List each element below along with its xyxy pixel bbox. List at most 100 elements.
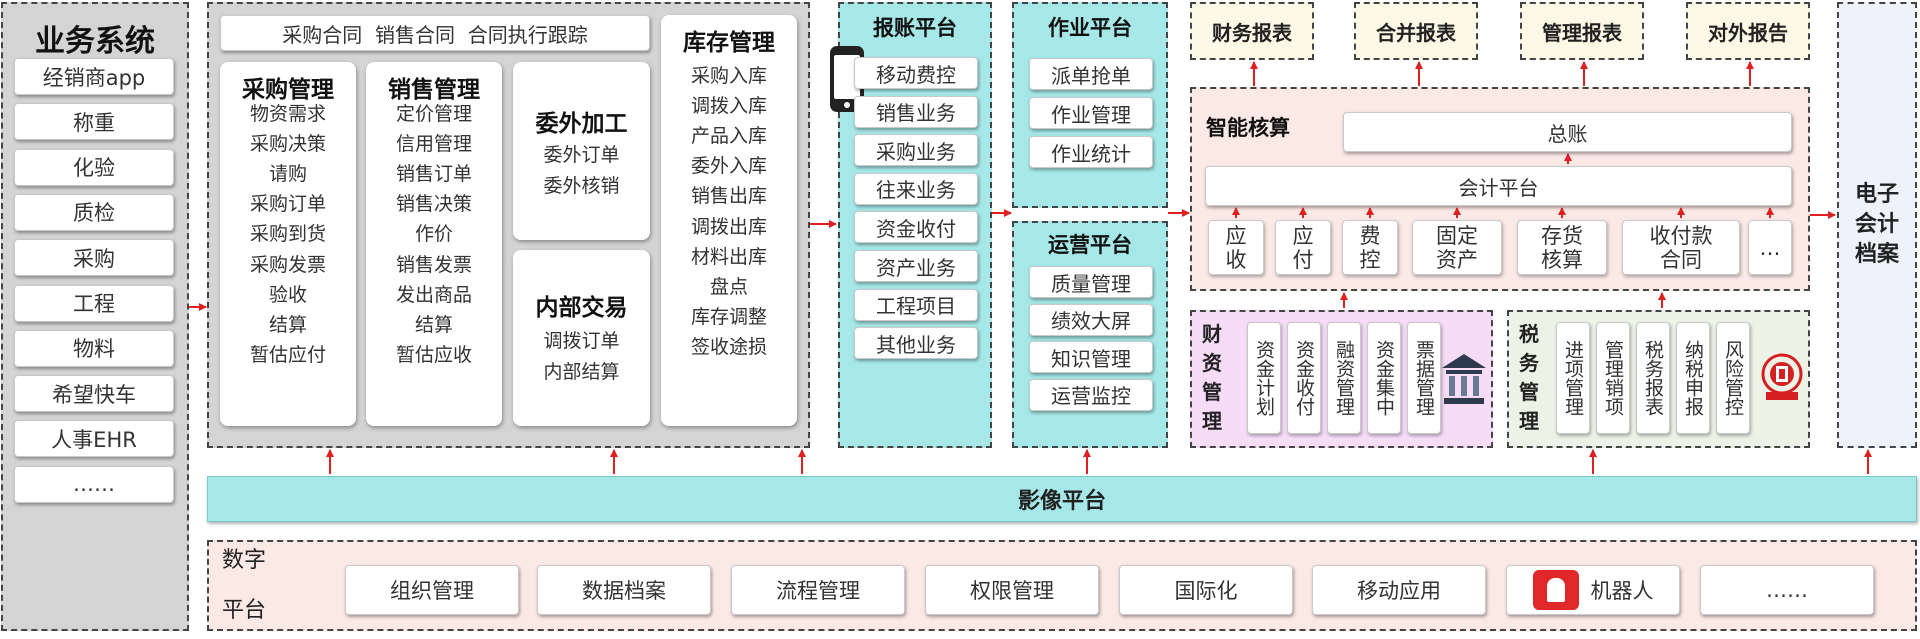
business-systems-title: 业务系统 xyxy=(35,24,155,59)
business-item: 物料 xyxy=(14,329,174,367)
digital-item: 流程管理 xyxy=(731,565,905,615)
e-archive-title: 电子 会计 档案 xyxy=(1854,182,1899,267)
accounting-module: 应 收 xyxy=(1208,220,1264,275)
sales-management: 销售管理 定价管理信用管理销售订单销售决策作价销售发票发出商品结算暂估应收 xyxy=(366,62,502,426)
treasury-item: 融资管理 xyxy=(1327,322,1361,434)
digital-item-label: 机器人 xyxy=(1590,579,1654,603)
tax-item: 纳税申报 xyxy=(1676,322,1710,434)
expense-item: 往来业务 xyxy=(854,172,978,205)
sales-item: 销售发票 xyxy=(395,253,472,276)
report-box: 财务报表 xyxy=(1190,2,1314,60)
sales-title: 销售管理 xyxy=(388,77,480,103)
accounting-module: 固定 资产 xyxy=(1412,220,1502,275)
inventory-item: 调拨出库 xyxy=(690,215,767,238)
accounting-module: 存货 核算 xyxy=(1517,220,1607,275)
digital-item-label: 权限管理 xyxy=(970,579,1054,603)
ops-item: 质量管理 xyxy=(1029,266,1153,298)
expense-item: 采购业务 xyxy=(854,134,978,167)
digital-item-label: 组织管理 xyxy=(390,579,474,603)
outsource-title: 委外加工 xyxy=(535,111,628,137)
tax-title: 税 务 管 理 xyxy=(1519,322,1539,433)
purchase-management: 采购管理 物资需求采购决策请购采购订单采购到货采购发票验收结算暂估应付 xyxy=(220,62,356,426)
internal-item: 调拨订单 xyxy=(543,330,620,352)
image-platform-title: 影像平台 xyxy=(1017,489,1106,514)
digital-item: 机器人 xyxy=(1506,565,1680,615)
inventory-item: 委外入库 xyxy=(690,155,767,178)
outsource-item: 委外订单 xyxy=(543,144,620,166)
inventory-item: 采购入库 xyxy=(690,65,767,87)
purchase-item: 采购决策 xyxy=(249,133,326,156)
sales-item: 暂估应收 xyxy=(395,343,472,366)
business-item: 工程 xyxy=(14,284,174,322)
business-item: 质检 xyxy=(14,193,174,231)
report-box: 对外报告 xyxy=(1686,2,1810,60)
inventory-item: 库存调整 xyxy=(690,305,767,328)
inventory-item: 盘点 xyxy=(709,275,748,298)
report-box: 管理报表 xyxy=(1520,2,1644,60)
inventory-management: 库存管理 采购入库调拨入库产品入库委外入库销售出库调拨出库材料出库盘点库存调整签… xyxy=(661,15,797,426)
treasury-title: 财 资 管 理 xyxy=(1202,322,1222,433)
purchase-item: 采购订单 xyxy=(249,193,326,216)
accounting-module: 收付款 合同 xyxy=(1622,220,1740,275)
sales-item: 销售决策 xyxy=(395,193,472,216)
operation-item: 派单抢单 xyxy=(1029,58,1153,90)
digital-item-label: 流程管理 xyxy=(776,579,860,603)
business-item: 化验 xyxy=(14,148,174,186)
outsource-processing: 委外加工 委外订单委外核销 xyxy=(513,62,650,240)
digital-item-label: 数据档案 xyxy=(582,579,666,603)
business-item: 采购 xyxy=(14,239,174,277)
expense-item: 其他业务 xyxy=(854,327,978,360)
report-box: 合并报表 xyxy=(1354,2,1478,60)
business-item: 称重 xyxy=(14,103,174,141)
sales-item: 信用管理 xyxy=(395,133,472,156)
digital-item: 数据档案 xyxy=(537,565,711,615)
business-item: 希望快车 xyxy=(14,375,174,413)
tax-item: 风险管控 xyxy=(1716,322,1750,434)
operation-title: 作业平台 xyxy=(1048,16,1132,40)
business-item: 经销商app xyxy=(14,58,174,95)
expense-title: 报账平台 xyxy=(873,16,957,40)
digital-item: 移动应用 xyxy=(1312,565,1486,615)
business-item: …… xyxy=(14,465,174,503)
digital-item-label: 国际化 xyxy=(1174,579,1238,603)
digital-item: 权限管理 xyxy=(925,565,1099,615)
sales-item: 销售订单 xyxy=(395,163,472,186)
expense-item: 资产业务 xyxy=(854,250,978,282)
general-ledger: 总账 xyxy=(1343,112,1792,152)
contract-header: 采购合同 销售合同 合同执行跟踪 xyxy=(220,15,650,51)
internal-trade: 内部交易 调拨订单内部结算 xyxy=(513,250,650,426)
android-robot-icon xyxy=(1532,570,1579,610)
purchase-item: 请购 xyxy=(268,163,307,186)
accounting-platform: 会计平台 xyxy=(1205,166,1792,206)
inventory-title: 库存管理 xyxy=(683,30,775,56)
digital-item: …… xyxy=(1700,565,1874,615)
ops-item: 绩效大屏 xyxy=(1029,303,1153,336)
sales-item: 结算 xyxy=(414,313,453,336)
outsource-item: 委外核销 xyxy=(543,175,620,197)
digital-item-label: …… xyxy=(1766,578,1808,602)
sales-item: 作价 xyxy=(414,223,453,246)
purchase-title: 采购管理 xyxy=(242,77,334,103)
tax-item: 管理销项 xyxy=(1596,322,1630,434)
bank-icon xyxy=(1442,354,1486,404)
digital-platform-title: 数字 平台 xyxy=(222,548,267,623)
operation-item: 作业统计 xyxy=(1029,136,1153,168)
tax-item: 税务报表 xyxy=(1636,322,1670,434)
treasury-item: 资金集中 xyxy=(1367,322,1401,434)
purchase-item: 结算 xyxy=(268,313,307,336)
treasury-item: 资金计划 xyxy=(1247,322,1281,434)
inventory-item: 产品入库 xyxy=(690,125,767,148)
digital-item-label: 移动应用 xyxy=(1357,579,1441,603)
expense-item: 销售业务 xyxy=(854,95,978,128)
accounting-module: 费 控 xyxy=(1342,220,1398,275)
purchase-item: 验收 xyxy=(268,283,307,306)
treasury-item: 资金收付 xyxy=(1287,322,1321,434)
inventory-item: 签收途损 xyxy=(690,335,767,358)
purchase-item: 物资需求 xyxy=(249,103,326,125)
tax-item: 进项管理 xyxy=(1556,322,1590,434)
purchase-item: 暂估应付 xyxy=(249,343,326,366)
digital-item: 组织管理 xyxy=(345,565,519,615)
expense-item: 资金收付 xyxy=(854,211,978,244)
treasury-item: 票据管理 xyxy=(1407,322,1441,434)
inventory-item: 材料出库 xyxy=(690,245,767,268)
